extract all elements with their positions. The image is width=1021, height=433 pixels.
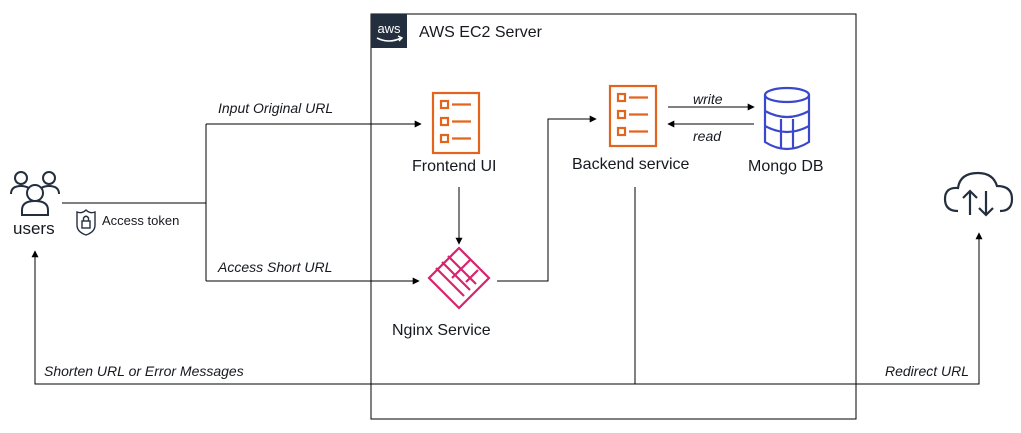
cloud-upload-download-icon <box>943 171 1014 217</box>
aws-ec2-group <box>370 13 857 420</box>
backend-label: Backend service <box>572 156 690 173</box>
edge-label-shorten-result: Shorten URL or Error Messages <box>44 363 244 379</box>
lock-shield-icon <box>76 209 96 236</box>
edge-label-write: write <box>693 91 723 107</box>
aws-badge-text: aws <box>377 21 401 36</box>
edge-label-access-short: Access Short URL <box>218 259 333 275</box>
aws-group-title: AWS EC2 Server <box>419 24 542 41</box>
aws-logo-icon: aws <box>371 14 407 48</box>
nginx-icon <box>427 246 491 310</box>
nginx-label: Nginx Service <box>392 322 491 339</box>
database-icon <box>763 86 811 151</box>
frontend-label: Frontend UI <box>412 158 497 175</box>
edge-to-users <box>31 250 635 385</box>
frontend-service-icon <box>431 91 481 155</box>
users-icon <box>10 171 60 216</box>
connectors <box>31 103 983 385</box>
edge-label-read: read <box>693 128 722 144</box>
edge-nginx-backend <box>497 115 597 282</box>
users-label: users <box>13 219 55 238</box>
edge-label-redirect: Redirect URL <box>885 363 970 379</box>
edge-label-input-original: Input Original URL <box>218 100 334 116</box>
backend-service-icon <box>608 84 658 148</box>
mongo-label: Mongo DB <box>748 158 824 175</box>
access-token-label: Access token <box>102 213 180 228</box>
edge-to-cloud <box>635 232 983 385</box>
